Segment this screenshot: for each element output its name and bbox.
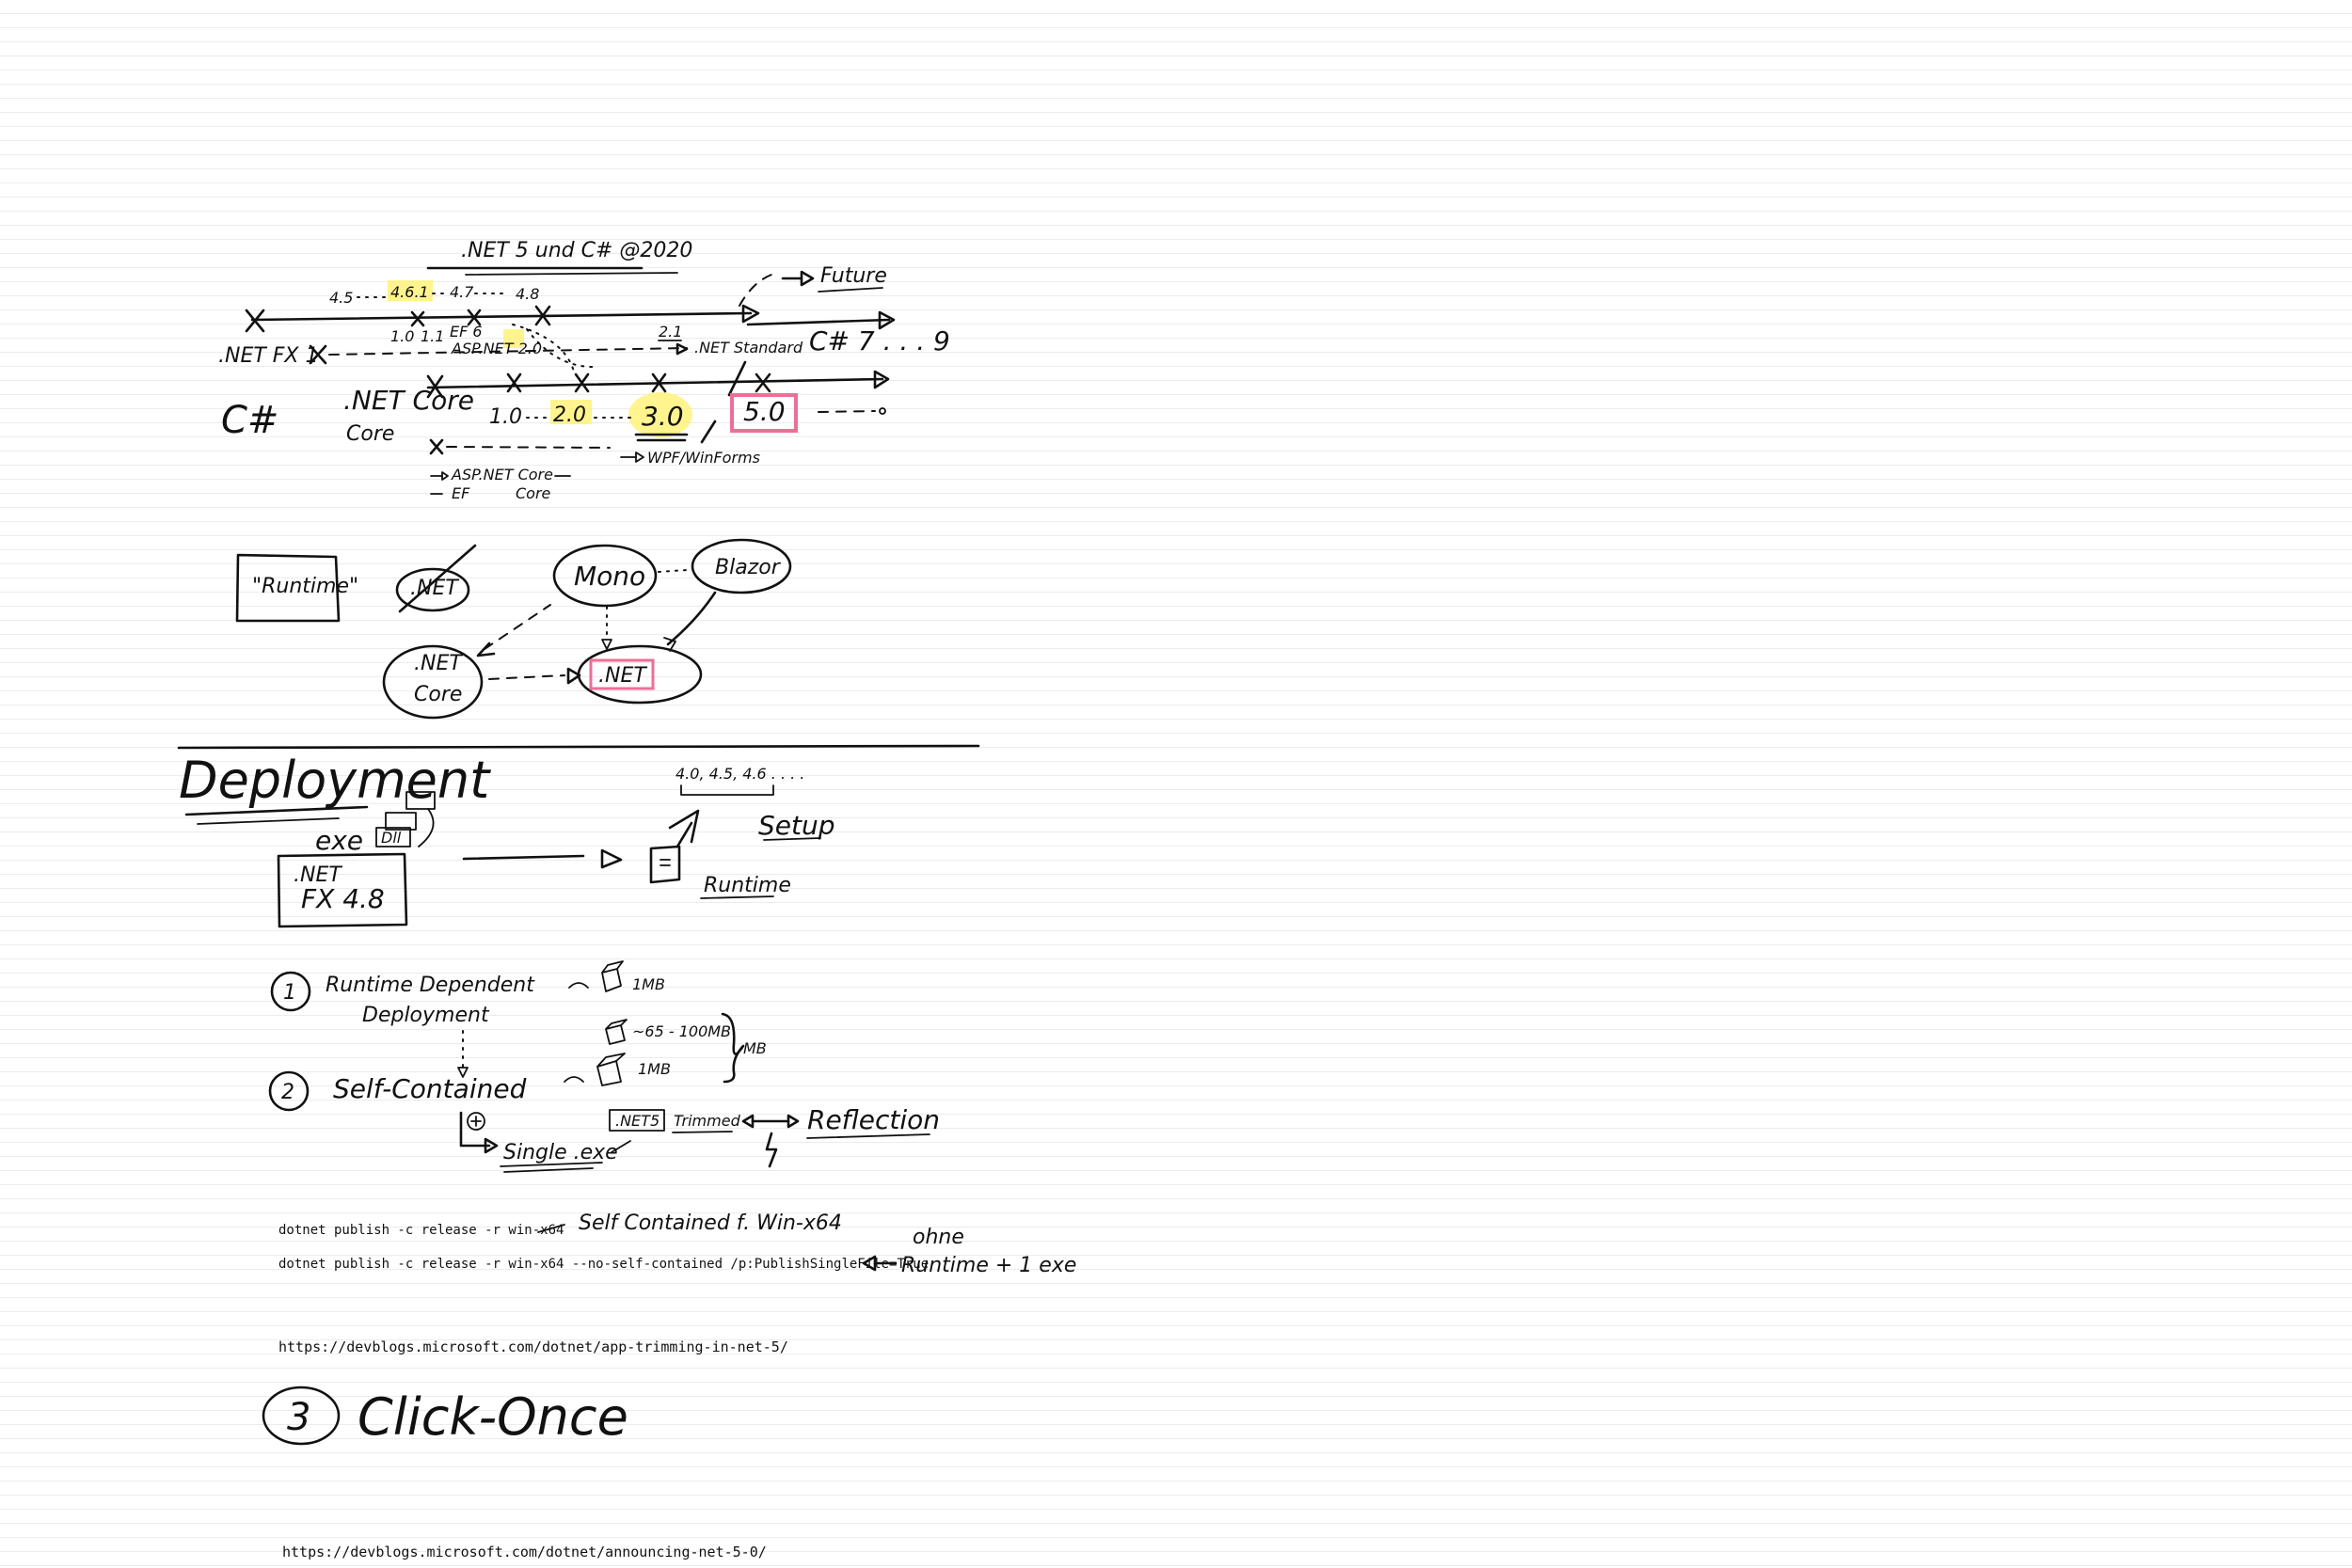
net-label: .NET (598, 664, 647, 688)
item2-circle (268, 1070, 310, 1112)
future-label: Future (820, 264, 887, 288)
netstandard-label: .NET Standard (694, 339, 803, 356)
highlight-aspnet (503, 329, 524, 348)
core-version-10b: 1.0 (489, 405, 522, 429)
fx-versions-list: 4.0, 4.5, 4.6 . . . . (675, 765, 804, 783)
csharp-timeline (746, 318, 891, 326)
runtime-label: Runtime (704, 874, 791, 897)
fx-version-48: 4.8 (516, 285, 539, 303)
command-1-note: Self Contained f. Win-x64 (579, 1212, 842, 1235)
trimmed-label: Trimmed (674, 1112, 741, 1130)
core-version-20: 2.0 (553, 404, 586, 427)
dll-box-3 (405, 791, 436, 810)
size-brace (721, 1012, 745, 1084)
single-exe-label: Single .exe (503, 1141, 618, 1164)
dll-box-2 (385, 812, 417, 831)
dll-box-1 (375, 827, 411, 847)
netstandard-version: 2.1 (659, 323, 682, 341)
command-2-note: Runtime + 1 exe (901, 1254, 1076, 1277)
link-url-1[interactable]: https://devblogs.microsoft.com/dotnet/ap… (278, 1338, 788, 1355)
fx-version-45: 4.5 (329, 289, 353, 307)
blazor-label: Blazor (715, 556, 782, 579)
wpf-winforms-label: WPF/WinForms (647, 449, 760, 467)
mono-label: Mono (574, 561, 645, 592)
ef6-label: EF 6 (450, 323, 483, 341)
net-core-ellipse (382, 644, 484, 720)
net5-small-box (609, 1109, 665, 1132)
ef-core-label: Core (516, 484, 551, 502)
item2-label: Self-Contained (333, 1073, 527, 1104)
ef-label: EF (452, 484, 470, 502)
net-pink-box (589, 658, 655, 690)
highlight-30 (628, 392, 692, 437)
item2-size-b: 1MB (638, 1060, 671, 1078)
runtime-box (235, 553, 341, 623)
link-url-2[interactable]: https://devblogs.microsoft.com/dotnet/an… (282, 1544, 767, 1560)
net-core-top: .NET (414, 652, 463, 675)
item2-number: 2 (281, 1081, 294, 1104)
item2-size-a: ~65 - 100MB (632, 1022, 731, 1040)
title-underline-2 (465, 272, 678, 276)
fx-box (277, 852, 408, 928)
deploy-arrow (462, 854, 585, 861)
fx-box-top: .NET (294, 863, 342, 887)
net5-version: 5.0 (743, 396, 786, 427)
blazor-ellipse (691, 538, 792, 594)
fx-box-bottom: FX 4.8 (301, 883, 385, 914)
core-label-top: .NET Core (343, 385, 474, 416)
clickonce-label: Click-Once (358, 1387, 628, 1447)
item1-circle (270, 971, 311, 1012)
aspnet-label: ASP.NET 2.0 (451, 340, 542, 357)
core-version-10: 1.0 (390, 327, 414, 345)
net-crossed-ellipse (395, 567, 470, 612)
command-1: dotnet publish -c release -r win-x64 (278, 1223, 564, 1238)
reflection-label: Reflection (807, 1104, 940, 1135)
net5-small-label: .NET5 (615, 1112, 660, 1130)
exe-label: exe (315, 825, 363, 856)
command-2: dotnet publish -c release -r win-x64 --n… (278, 1257, 929, 1272)
highlight-461 (388, 280, 433, 301)
net5-highlight-box (730, 393, 798, 433)
csharp-versions: C# 7 . . . 9 (809, 325, 950, 356)
core-version-30: 3.0 (642, 401, 684, 432)
runtime-box-label: "Runtime" (252, 575, 358, 598)
plus-circle-icon (467, 1112, 485, 1131)
core-version-11: 1.1 (421, 327, 444, 345)
item1-number: 1 (283, 981, 296, 1005)
item1-line1: Runtime Dependent (326, 974, 535, 997)
netfx-label: .NET FX 1 (218, 344, 319, 368)
item3-circle (262, 1386, 341, 1446)
csharp-label: C# (221, 399, 278, 442)
aspnet-core-label: ASP.NET Core (451, 466, 553, 483)
netfx-timeline (250, 311, 753, 322)
core-timeline (426, 377, 884, 389)
dll-label-1: Dll (381, 829, 402, 847)
mono-ellipse (552, 544, 658, 608)
item1-line2: Deployment (362, 1004, 490, 1027)
command-2-note-top: ohne (913, 1226, 964, 1249)
section-divider (177, 744, 980, 750)
lightning-icon (765, 1132, 778, 1168)
highlight-20 (550, 400, 592, 424)
fx-version-47: 4.7 (450, 283, 474, 301)
package-icon-1 (601, 960, 624, 992)
net-core-bottom: Core (414, 683, 462, 706)
core-label-bottom: Core (346, 422, 394, 446)
item3-number: 3 (287, 1396, 310, 1439)
setup-label: Setup (758, 810, 835, 841)
package-icon-2 (605, 1019, 628, 1045)
page-title: .NET 5 und C# @2020 (461, 239, 692, 262)
fx-version-461: 4.6.1 (390, 283, 429, 301)
item2-total: MB (743, 1039, 767, 1057)
deployment-heading: Deployment (179, 751, 491, 810)
netfx-arrow (741, 304, 760, 324)
item1-size: 1MB (632, 975, 665, 993)
package-icon-3 (596, 1053, 626, 1086)
setup-box (649, 845, 681, 884)
